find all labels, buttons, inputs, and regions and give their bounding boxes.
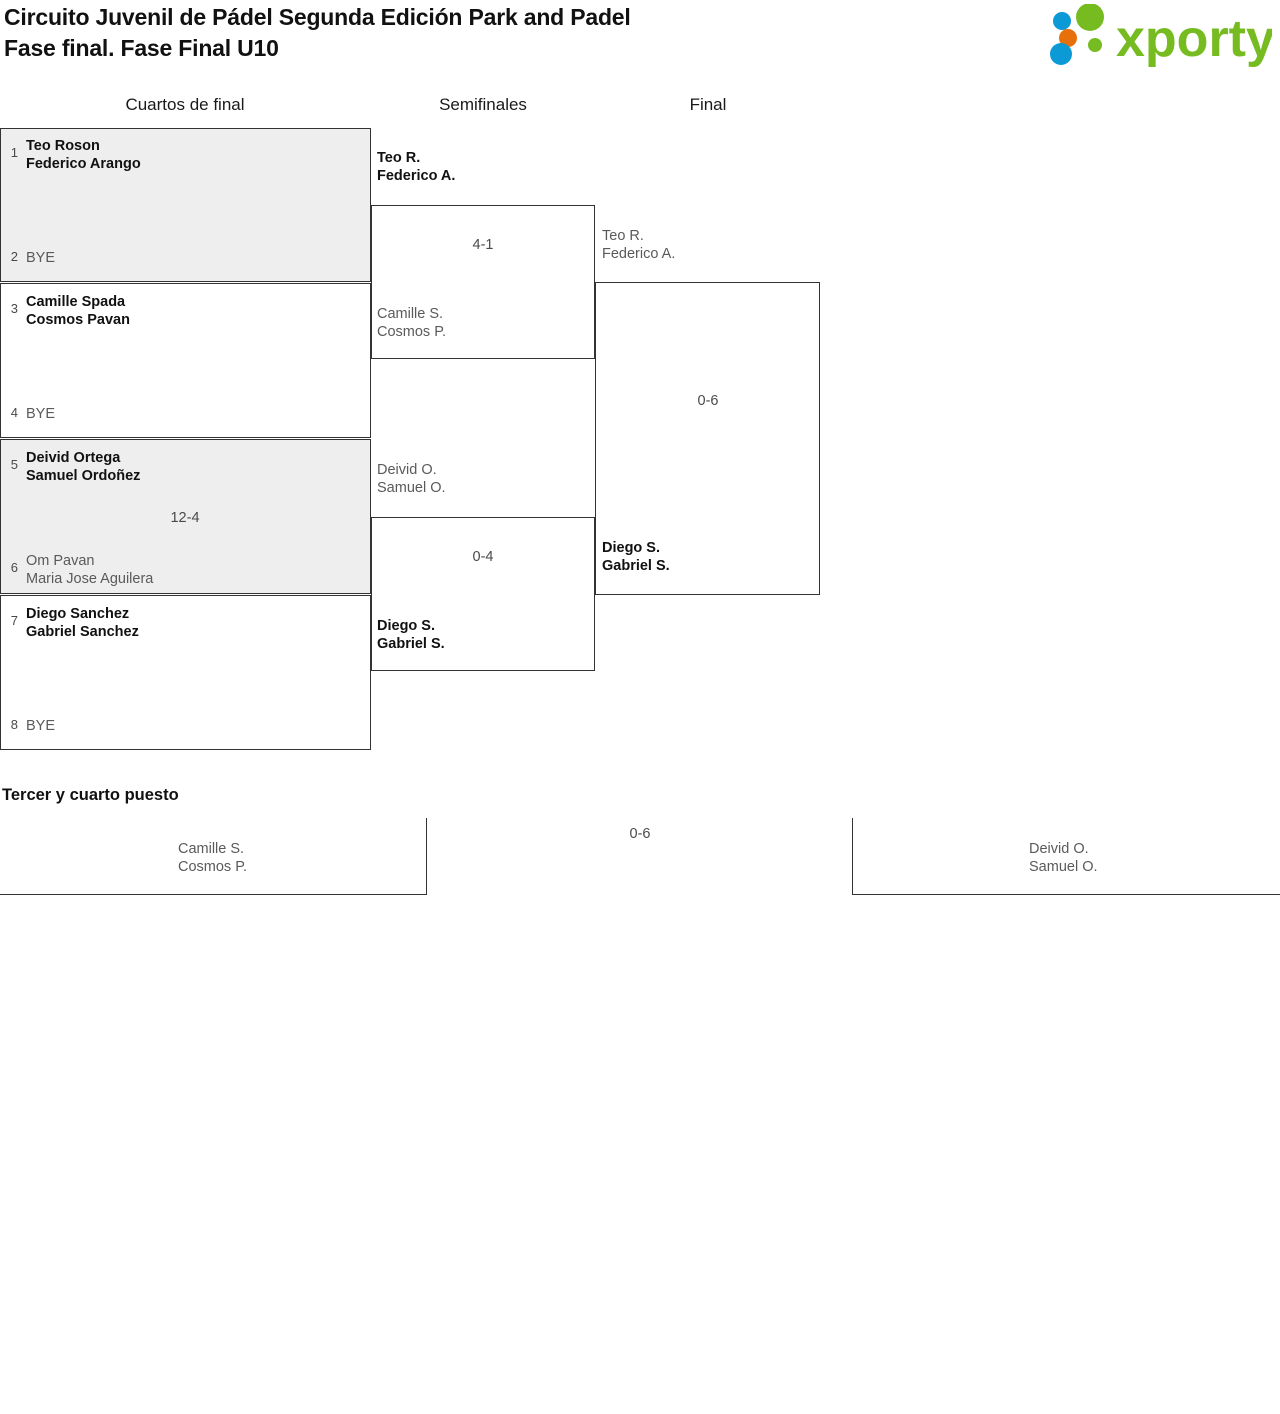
qf3-team-bottom: Om Pavan Maria Jose Aguilera bbox=[26, 553, 154, 587]
qf2-team-top: Camille Spada Cosmos Pavan bbox=[26, 294, 130, 328]
seed-number: 8 bbox=[10, 717, 18, 732]
final-team-top: Teo R. Federico A. bbox=[602, 228, 676, 262]
qf1-team-top: Teo Roson Federico Arango bbox=[26, 138, 141, 172]
round-header-final: Final bbox=[689, 95, 727, 114]
xporty-logo: xporty bbox=[1040, 4, 1272, 70]
sf2-score: 0-4 bbox=[472, 549, 494, 565]
qf-match-1[interactable] bbox=[0, 128, 371, 282]
sf-match-2[interactable] bbox=[371, 517, 595, 671]
sf-match-1[interactable] bbox=[371, 205, 595, 359]
seed-number: 2 bbox=[10, 249, 18, 264]
seed-number: 5 bbox=[10, 457, 18, 472]
qf-match-3[interactable] bbox=[0, 439, 371, 594]
qf-match-2[interactable] bbox=[0, 283, 371, 438]
sf2-team-top: Deivid O. Samuel O. bbox=[377, 462, 446, 496]
sf1-team-bottom: Camille S. Cosmos P. bbox=[377, 306, 447, 340]
seed-number: 3 bbox=[10, 301, 18, 316]
round-header-semifinals: Semifinales bbox=[439, 95, 527, 114]
qf3-team-top: Deivid Ortega Samuel Ordoñez bbox=[26, 450, 141, 484]
logo-dots bbox=[1050, 4, 1104, 65]
third-place-score: 0-6 bbox=[629, 826, 651, 842]
seed-number: 7 bbox=[10, 613, 18, 628]
third-place-right-team: Deivid O. Samuel O. bbox=[1029, 841, 1098, 875]
seed-number: 1 bbox=[10, 145, 18, 160]
third-place-left-team: Camille S. Cosmos P. bbox=[178, 841, 248, 875]
final-score: 0-6 bbox=[697, 393, 719, 409]
qf3-score: 12-4 bbox=[170, 510, 200, 526]
qf-match-4[interactable] bbox=[0, 595, 371, 750]
third-place-right-hline bbox=[852, 894, 1280, 895]
qf4-team-bottom: BYE bbox=[26, 718, 56, 734]
third-place-heading: Tercer y cuarto puesto bbox=[2, 786, 179, 804]
third-place-right-vline bbox=[852, 818, 853, 895]
logo-wordmark: xporty bbox=[1116, 10, 1272, 68]
sf2-team-bottom: Diego S. Gabriel S. bbox=[377, 618, 445, 652]
qf2-team-bottom: BYE bbox=[26, 406, 56, 422]
page-title: Circuito Juvenil de Pádel Segunda Edició… bbox=[4, 4, 631, 61]
third-place-left-hline bbox=[0, 894, 427, 895]
final-team-bottom: Diego S. Gabriel S. bbox=[602, 540, 670, 574]
qf1-team-bottom: BYE bbox=[26, 250, 56, 266]
third-place-left-vline bbox=[426, 818, 427, 895]
seed-number: 4 bbox=[10, 405, 18, 420]
final-match[interactable] bbox=[595, 282, 820, 595]
qf4-team-top: Diego Sanchez Gabriel Sanchez bbox=[26, 606, 139, 640]
sf1-team-top: Teo R. Federico A. bbox=[377, 150, 456, 184]
seed-number: 6 bbox=[10, 560, 18, 575]
round-header-quarterfinals: Cuartos de final bbox=[125, 95, 245, 114]
sf1-score: 4-1 bbox=[472, 237, 494, 253]
